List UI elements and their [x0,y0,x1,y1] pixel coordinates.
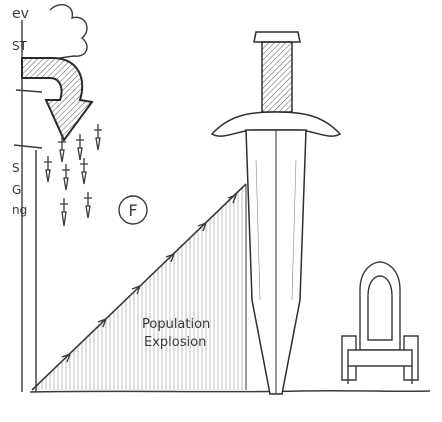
svg-text:G: G [12,183,21,197]
svg-text:ST: ST [12,39,28,53]
dagger-icon [44,124,102,226]
circle-label: F [119,196,147,224]
svg-text:Explosion: Explosion [144,335,206,350]
curved-arrow-icon [22,58,92,140]
ground-line [30,391,430,392]
throne-icon [342,262,418,384]
edge-text-top: ev ST [12,6,29,53]
svg-text:Population: Population [142,317,210,332]
svg-text:F: F [128,201,137,220]
svg-text:ng: ng [12,203,27,217]
cloud-shape [50,5,87,58]
svg-text:ev: ev [12,6,29,22]
svg-text:S: S [12,161,20,175]
edge-text-left: S G ng [12,161,27,217]
